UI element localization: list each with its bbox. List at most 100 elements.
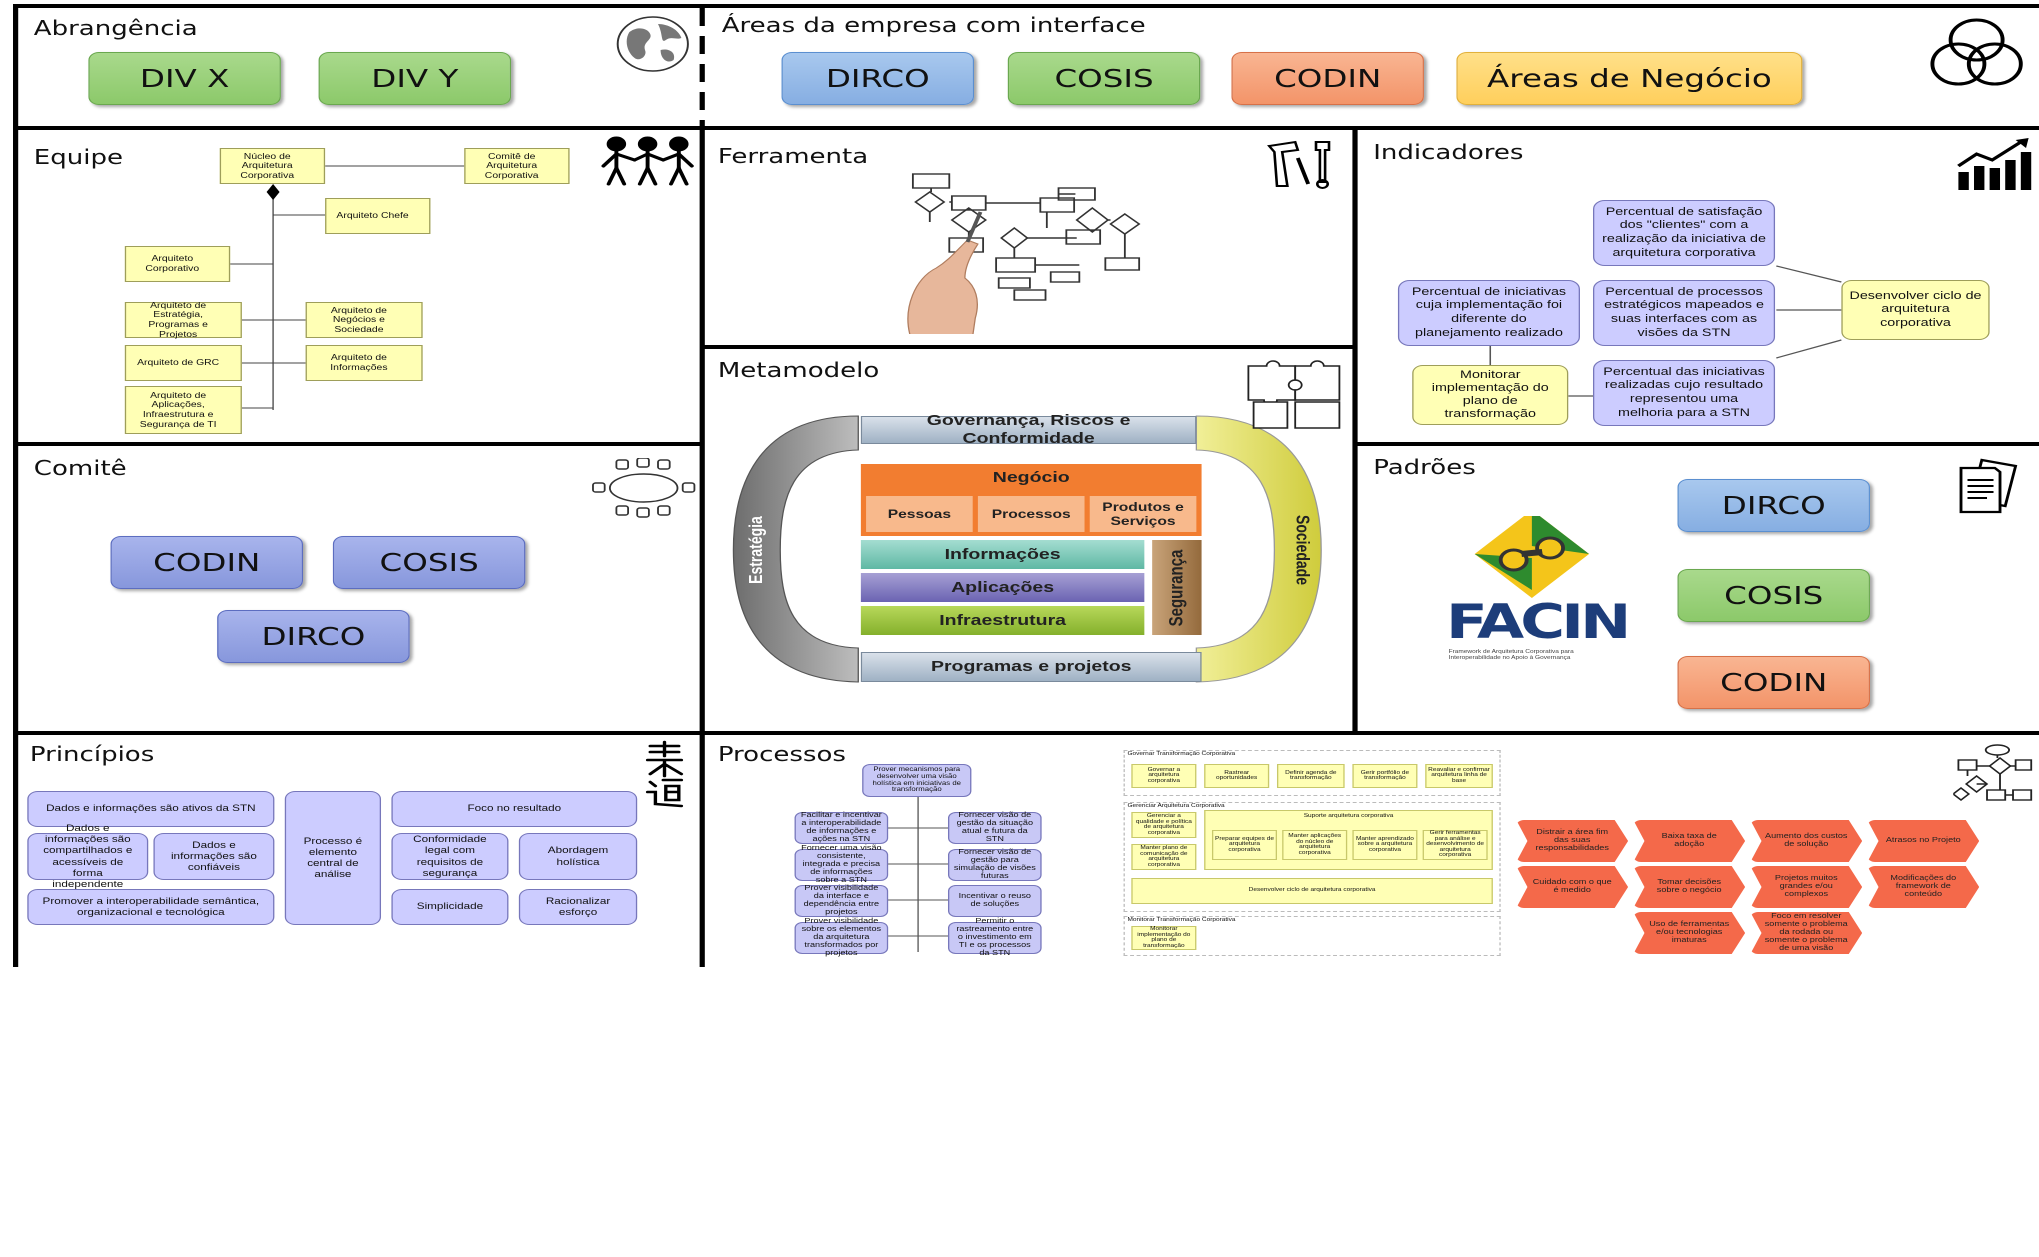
group-monitorar-label: Monitorar Transformação Corporativa	[1127, 917, 1236, 923]
arquiteto-estrategia-box: Arquiteto de Estratégia, Programas e Pro…	[124, 301, 242, 339]
grid-lines	[13, 4, 2039, 967]
suporte-label: Suporte arquitetura corporativa	[1303, 813, 1394, 819]
flowchart-icon	[1953, 744, 2033, 801]
flow-manter-aplicacoes: Manter aplicações do núcleo de arquitetu…	[1282, 830, 1348, 860]
comite-codin-tag: CODIN	[110, 536, 303, 589]
risk-9: Uso de ferramentas e/ou tecnologias imat…	[1633, 912, 1746, 954]
areas-dirco-tag: DIRCO	[781, 52, 974, 105]
comite-title: Comitê	[33, 456, 127, 480]
globe-icon	[616, 16, 689, 72]
principio-interoperabilidade: Promover a interoperabilidade semântica,…	[27, 889, 275, 925]
goal-right-4: Permitir o rastreamento entre o investim…	[947, 918, 1042, 957]
processo-monitorar: Monitorar implementação do plano de tran…	[1412, 365, 1569, 425]
goal-left-1: Facilitar e incentivar a interoperabilid…	[794, 812, 889, 844]
round-table-icon	[592, 458, 696, 518]
tools-icon	[1267, 140, 1331, 189]
group-governar: Governar Transformação Corporativa	[1123, 750, 1501, 796]
goal-tree-connectors	[886, 796, 950, 952]
goal-right-3: Incentivar o reuso de soluções	[947, 885, 1042, 917]
hand-drawing-flowchart-image	[907, 173, 1141, 334]
kanji-icon	[645, 740, 684, 808]
padroes-title: Padrões	[1373, 455, 1476, 479]
indicador-satisfacao: Percentual de satisfação dos "clientes" …	[1592, 200, 1776, 266]
principio-dados-ativos: Dados e informações são ativos da STN	[27, 791, 275, 827]
facin-caption: Framework de Arquitetura Corporativa par…	[1448, 649, 1574, 661]
principio-processo-central: Processo é elemento central de análise	[284, 791, 382, 925]
group-gerenciar-label: Gerenciar Arquitetura Corporativa	[1127, 803, 1225, 809]
principio-conformidade: Conformidade legal com requisitos de seg…	[391, 833, 509, 880]
padroes-cosis-tag: COSIS	[1677, 569, 1870, 622]
principio-foco-resultado: Foco no resultado	[391, 791, 638, 827]
principio-confiaveis: Dados e informações são confiáveis	[153, 833, 275, 880]
areas-negocio-tag: Áreas de Negócio	[1456, 52, 1803, 105]
informacoes-layer: Informações	[860, 540, 1145, 569]
principio-simplicidade: Simplicidade	[391, 889, 509, 925]
principio-racionalizar: Racionalizar esforço	[518, 889, 638, 925]
risk-8: Modificações do framework de conteúdo	[1867, 866, 1980, 908]
flow-preparar: Preparar equipes de arquitetura corporat…	[1211, 830, 1277, 860]
div-y-tag: DIV Y	[318, 52, 512, 105]
comite-dirco-tag: DIRCO	[217, 610, 410, 663]
goal-left-2: Fornecer uma visão consistente, integrad…	[794, 845, 889, 884]
flow-monitorar: Monitorar implementação do plano de tran…	[1131, 926, 1197, 950]
nucleo-box: Núcleo de Arquitetura Corporativa	[219, 148, 326, 184]
risk-10: Foco em resolver somente o problema da r…	[1750, 912, 1863, 954]
pessoas-layer: Pessoas	[866, 496, 973, 532]
processos-title: Processos	[717, 742, 846, 766]
div-x-tag: DIV X	[88, 52, 281, 105]
seguranca-layer: Segurança	[1152, 540, 1202, 635]
infraestrutura-layer: Infraestrutura	[860, 606, 1145, 635]
arquiteto-aplicacoes-box: Arquiteto de Aplicações, Infraestrutura …	[124, 386, 242, 434]
flow-qualidade: Gerenciar a qualidade e política de arqu…	[1131, 812, 1197, 838]
org-connectors	[228, 165, 465, 410]
aplicacoes-layer: Aplicações	[860, 573, 1145, 602]
group-governar-label: Governar Transformação Corporativa	[1127, 751, 1236, 757]
arquiteto-negocios-box: Arquiteto de Negócios e Sociedade	[305, 302, 423, 338]
indicador-melhoria: Percentual das iniciativas realizadas cu…	[1592, 360, 1776, 426]
seguranca-label: Segurança	[1165, 549, 1188, 626]
goal-right-1: Fornecer visão de gestão da situação atu…	[947, 812, 1042, 844]
arquiteto-chefe-box: Arquiteto Chefe	[325, 198, 431, 234]
flow-comunicacao: Manter plano de comunicação de arquitetu…	[1131, 844, 1197, 870]
areas-cosis-tag: COSIS	[1007, 52, 1201, 105]
flow-reavaliar: Reavaliar e confirmar arquitetura linha …	[1425, 764, 1493, 788]
puzzle-icon	[1247, 360, 1341, 429]
processo-desenvolver-ciclo: Desenvolver ciclo de arquitetura corpora…	[1841, 280, 1990, 340]
group-monitorar: Monitorar Transformação Corporativa	[1123, 916, 1501, 956]
padroes-dirco-tag: DIRCO	[1677, 479, 1870, 532]
goal-left-3: Prover visibilidade da interface e depen…	[794, 885, 889, 917]
processos-layer: Processos	[977, 496, 1085, 532]
flow-rastrear: Rastrear oportunidades	[1204, 764, 1270, 788]
areas-title: Áreas da empresa com interface	[721, 13, 1146, 37]
risk-1: Distrair a área fim das suas responsabil…	[1516, 820, 1629, 862]
arquiteto-informacoes-box: Arquiteto de Informações	[305, 345, 423, 381]
programas-layer: Programas e projetos	[860, 652, 1202, 682]
comite-cosis-tag: COSIS	[332, 536, 526, 589]
flow-ferramentas: Gerir ferramentas para análise e desenvo…	[1422, 830, 1488, 860]
people-icon	[601, 136, 694, 186]
risk-2: Baixa taxa de adoção	[1633, 820, 1746, 862]
sociedade-label: Sociedade	[1293, 514, 1314, 586]
indicador-processos: Percentual de processos estratégicos map…	[1592, 280, 1776, 346]
comite-ac-box: Comitê de Arquitetura Corporativa	[464, 148, 570, 184]
goal-top: Prover mecanismos para desenvolver uma v…	[862, 764, 972, 797]
negocio-layer: Negócio	[860, 464, 1202, 492]
governanca-layer: Governança, Riscos e Conformidade	[860, 412, 1197, 447]
indicador-iniciativas: Percentual de iniciativas cuja implement…	[1397, 280, 1580, 346]
facin-logo-icon	[1474, 516, 1590, 598]
flow-agenda: Definir agenda de transformação	[1276, 764, 1345, 788]
growth-chart-icon	[1957, 138, 2032, 190]
arquiteto-grc-box: Arquiteto de GRC	[124, 345, 242, 381]
flow-aprendizado: Manter aprendizado sobre a arquitetura c…	[1352, 830, 1418, 860]
risk-6: Tomar decisões sobre o negócio	[1633, 866, 1746, 908]
arquiteto-corporativo-box: Arquiteto Corporativo	[124, 246, 231, 282]
goal-left-4: Prover visibilidade sobre os elementos d…	[794, 918, 889, 957]
areas-codin-tag: CODIN	[1231, 52, 1424, 105]
equipe-title: Equipe	[33, 145, 123, 169]
principios-title: Princípios	[29, 742, 155, 766]
risk-5: Cuidado com o que é medido	[1516, 866, 1629, 908]
group-gerenciar: Gerenciar Arquitetura Corporativa	[1123, 802, 1501, 912]
indicadores-connectors	[1489, 265, 1842, 397]
risk-7: Projetos muitos grandes e/ou complexos	[1750, 866, 1863, 908]
